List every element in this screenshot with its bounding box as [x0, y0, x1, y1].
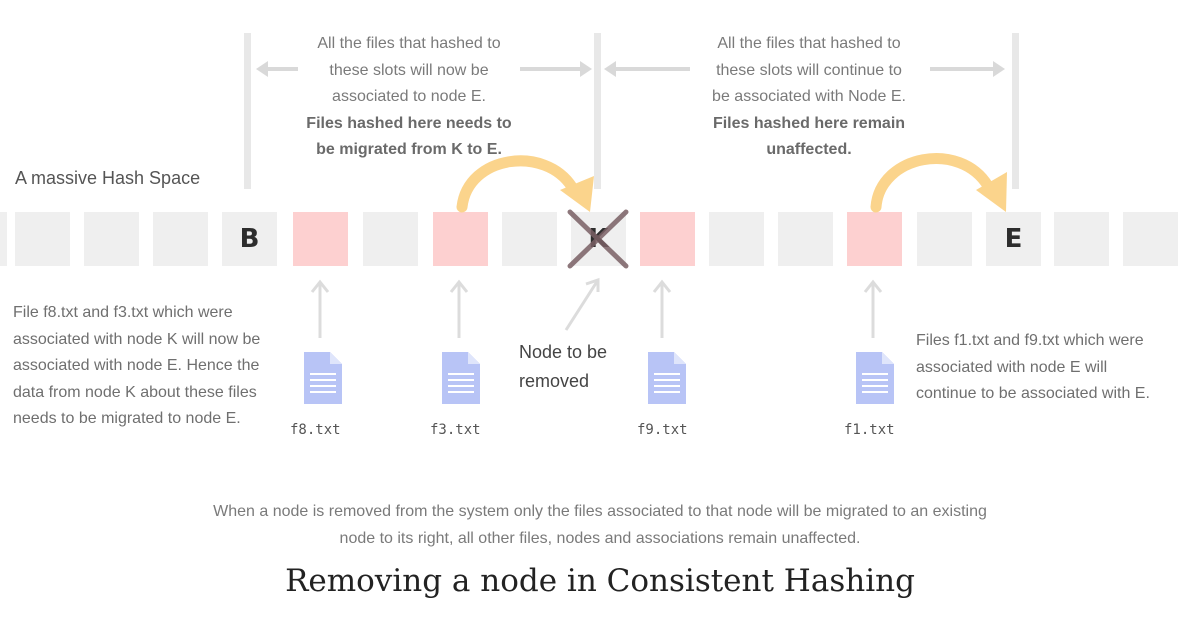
file-icon [648, 352, 686, 404]
file-icon [442, 352, 480, 404]
left-note-line3: associated to node E. [332, 88, 486, 105]
left-explanation-line: needs to be migrated to node E. [13, 410, 241, 427]
hash-slot [15, 212, 70, 266]
left-note-bold2: be migrated from K to E. [316, 141, 502, 158]
left-note-line2: these slots will now be [329, 61, 489, 79]
hash-slot [778, 212, 833, 266]
migration-arrow-e [870, 153, 994, 213]
divider-left [244, 33, 251, 189]
node-b: B [222, 212, 277, 266]
left-explanation-line: associated with node E. Hence the [13, 357, 260, 374]
left-explanation-line: File f8.txt and f3.txt which were [13, 304, 233, 321]
cross-icon [567, 209, 629, 269]
file-name-f8: f8.txt [290, 422, 341, 438]
node-removed-label: Node to be removed [519, 338, 607, 396]
hash-slot [84, 212, 139, 266]
right-note-line2: these slots will continue to [716, 61, 902, 79]
node-removed-line1: Node to be [519, 342, 608, 362]
file-slot-f3 [433, 212, 488, 266]
hash-slot [709, 212, 764, 266]
left-note-line1: All the files that hashed to [317, 35, 501, 52]
file-name-f3: f3.txt [430, 422, 481, 438]
up-arrows [310, 277, 883, 338]
hash-slot [917, 212, 972, 266]
right-note-line3: be associated with Node E. [712, 88, 906, 105]
divider-middle [594, 33, 601, 189]
hash-space-label: A massive Hash Space [15, 168, 201, 188]
right-slot-note: All the files that hashed to these slots… [668, 31, 950, 164]
right-explanation-line: Files f1.txt and f9.txt which were [916, 332, 1144, 349]
file-slot-f8 [293, 212, 348, 266]
right-note-bold2: unaffected. [766, 141, 852, 158]
right-explanation-line: continue to be associated with E. [916, 385, 1150, 402]
migration-arrowhead-e [976, 172, 1007, 212]
file-name-f9: f9.txt [637, 422, 688, 438]
migration-arrow-k [456, 155, 578, 213]
right-note-bold1: Files hashed here remain [712, 114, 906, 132]
divider-right [1012, 33, 1019, 189]
hash-slot [1123, 212, 1178, 266]
file-slot-f9 [640, 212, 695, 266]
hash-slot [1054, 212, 1109, 266]
file-icon [856, 352, 894, 404]
right-explanation: Files f1.txt and f9.txt which were assoc… [916, 328, 1196, 408]
left-note-bold1: Files hashed here needs to [306, 114, 512, 132]
caption: When a node is removed from the system o… [0, 499, 1200, 552]
range-arrows [256, 61, 1005, 77]
node-e: E [986, 212, 1041, 266]
file-name-f1: f1.txt [844, 422, 895, 438]
hash-slot [502, 212, 557, 266]
hash-slot [363, 212, 418, 266]
right-note-line1: All the files that hashed to [717, 35, 901, 52]
node-removed-line2: removed [519, 371, 590, 391]
curved-arrows [456, 153, 1007, 213]
right-explanation-line: associated with node E will [916, 358, 1108, 376]
page-title: Removing a node in Consistent Hashing [285, 563, 915, 599]
left-explanation-line: data from node K about these files [13, 383, 257, 401]
caption-line1: When a node is removed from the system o… [213, 503, 987, 520]
hash-slot [153, 212, 208, 266]
left-slot-note: All the files that hashed to these slots… [268, 31, 550, 164]
left-explanation-line: associated with node K will now be [13, 330, 261, 348]
file-icon [304, 352, 342, 404]
caption-line2: node to its right, all other files, node… [339, 529, 861, 547]
left-explanation: File f8.txt and f3.txt which were associ… [13, 300, 303, 433]
file-slot-f1 [847, 212, 902, 266]
hash-slot [0, 212, 7, 266]
migration-arrowhead-k [560, 176, 594, 212]
